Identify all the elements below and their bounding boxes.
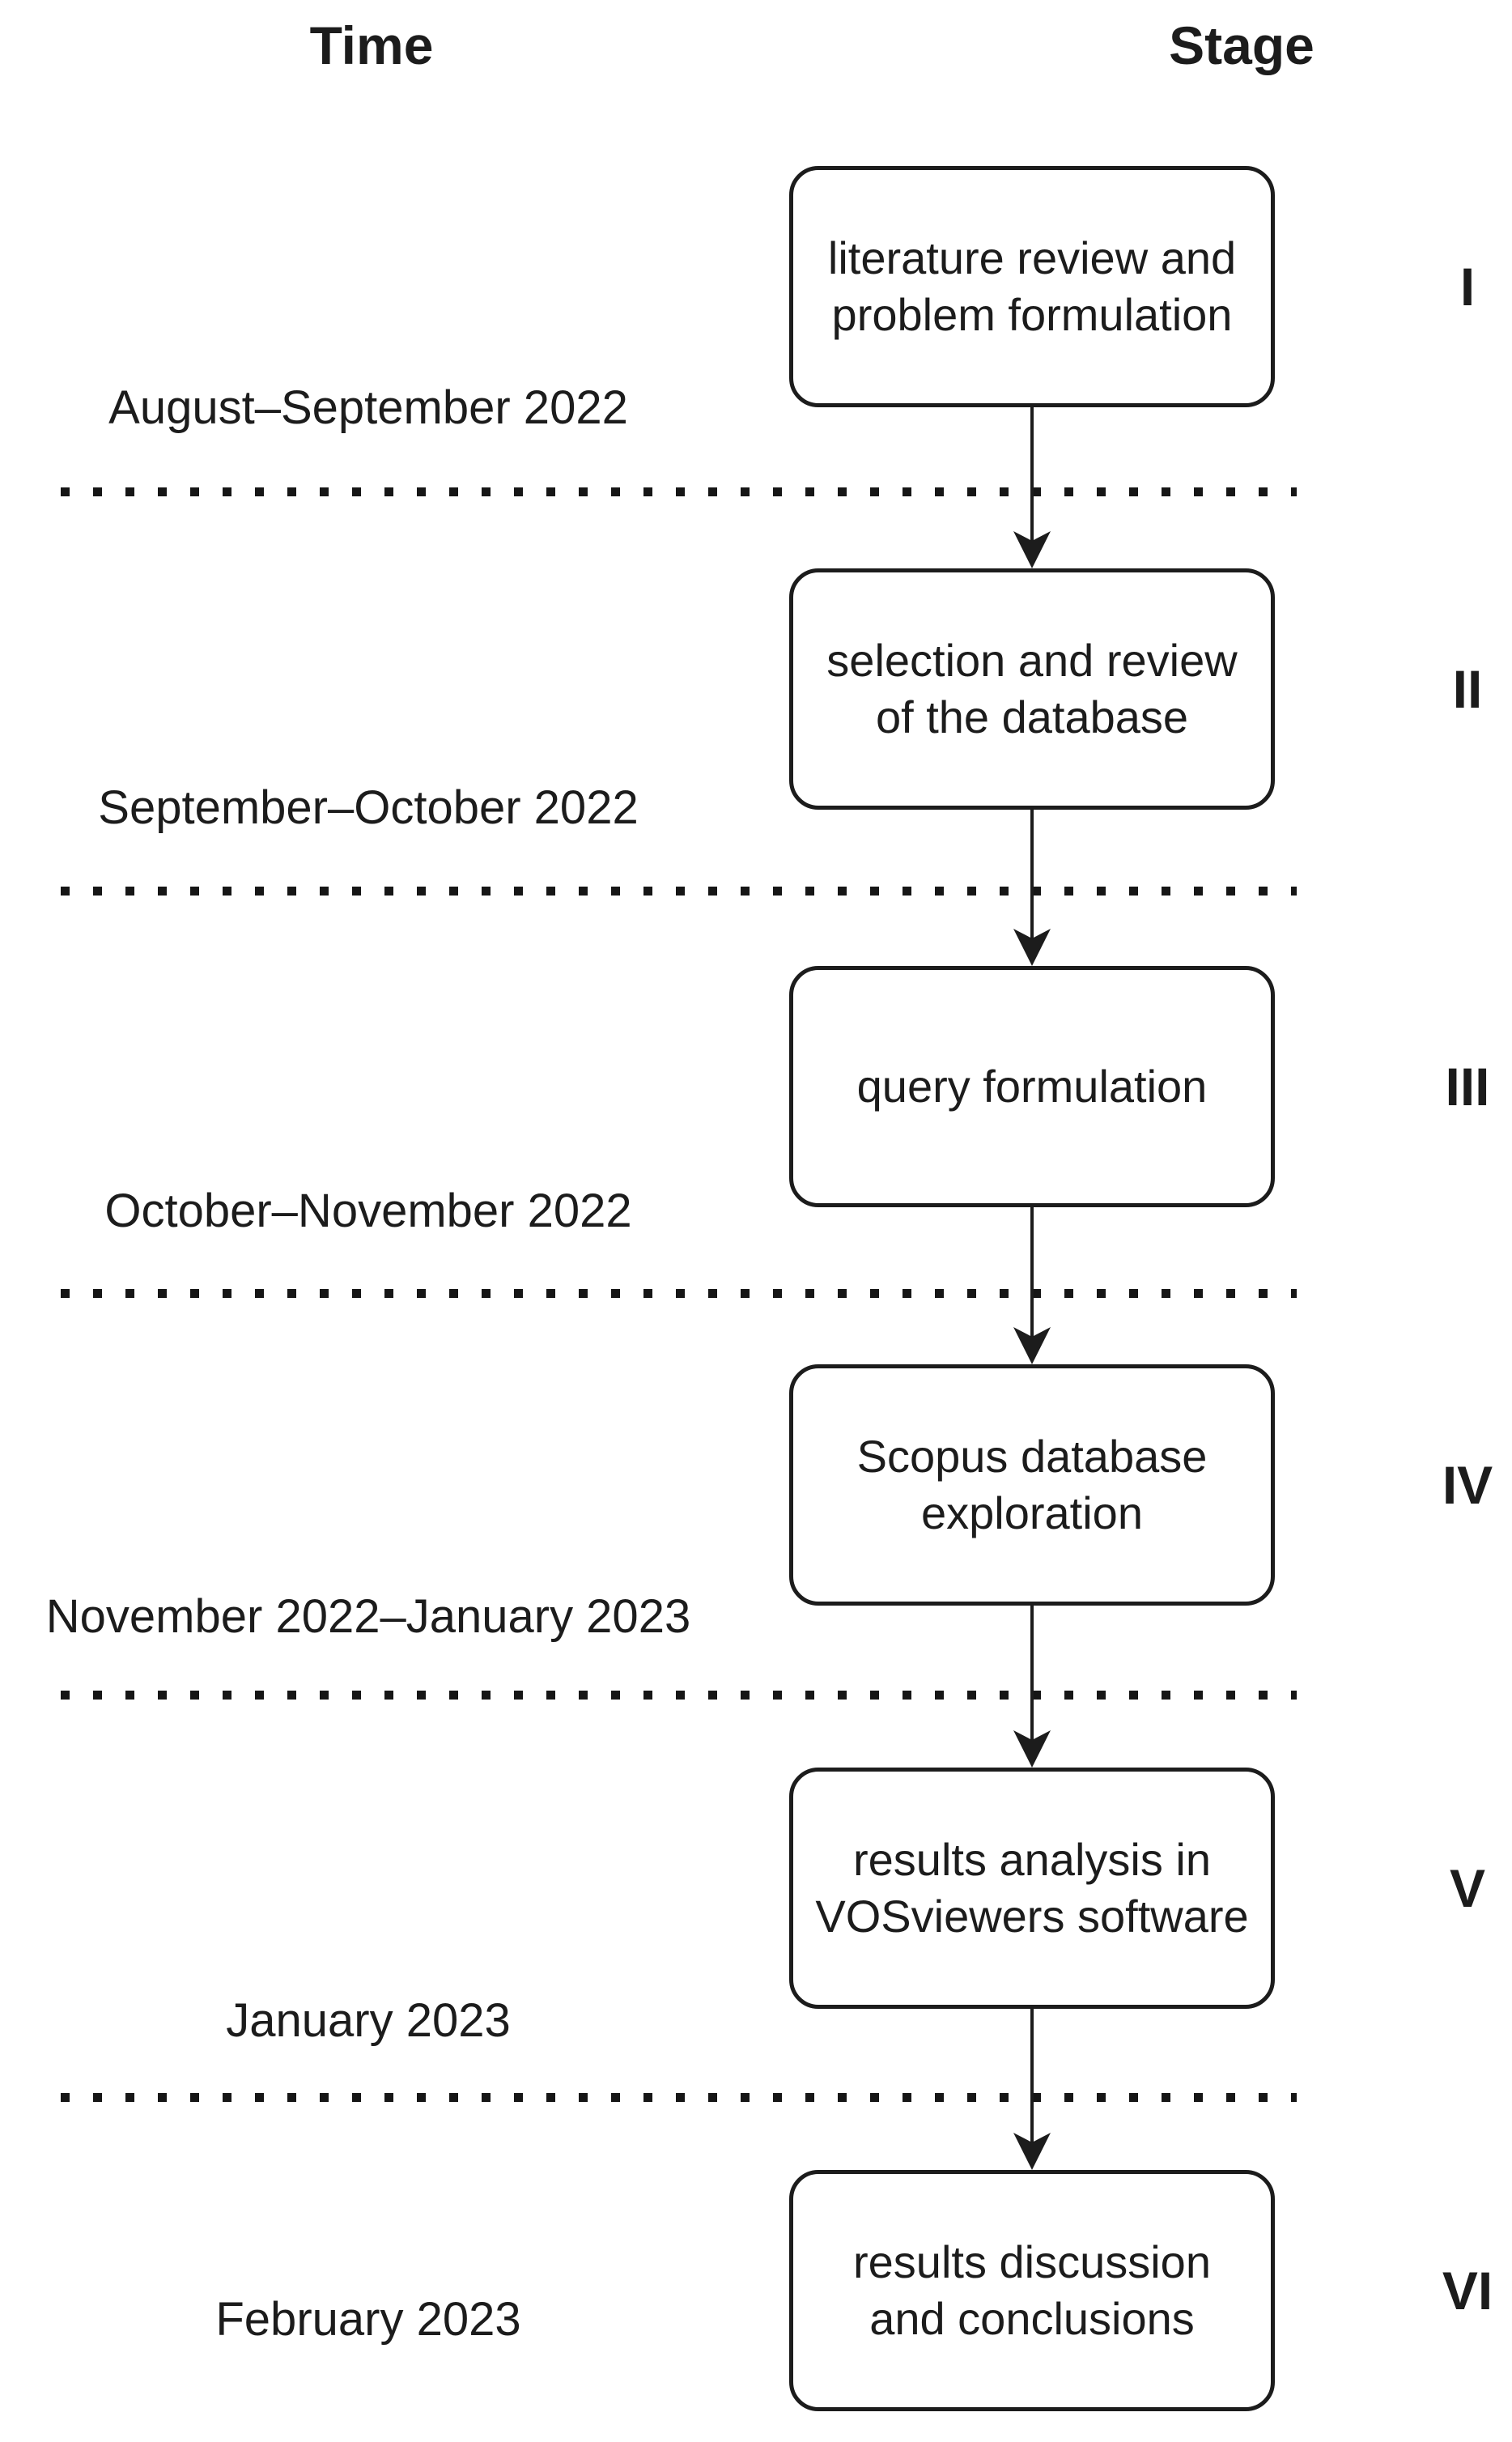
dotted-separator xyxy=(61,1289,1297,1298)
stage-numeral-3: III xyxy=(1445,1057,1490,1117)
time-label-2: September–October 2022 xyxy=(98,781,639,834)
flow-arrow xyxy=(1013,407,1051,568)
time-label-1: August–September 2022 xyxy=(108,381,628,434)
stage-box-6: results discussion and conclusions xyxy=(789,2170,1275,2411)
time-label-3: October–November 2022 xyxy=(104,1185,632,1237)
stage-box-1: literature review and problem formulatio… xyxy=(789,166,1275,407)
time-label-6: February 2023 xyxy=(215,2293,521,2346)
flow-arrow xyxy=(1013,810,1051,966)
stage-box-2: selection and review of the database xyxy=(789,568,1275,810)
stage-column-header: Stage xyxy=(1169,15,1315,75)
stage-numeral-4: IV xyxy=(1442,1455,1493,1515)
stage-numeral-6: VI xyxy=(1442,2261,1493,2321)
time-column-header: Time xyxy=(309,15,434,75)
stage-box-4: Scopus database exploration xyxy=(789,1364,1275,1606)
dotted-separator xyxy=(61,2093,1297,2102)
dotted-separator xyxy=(61,487,1297,496)
time-label-4: November 2022–January 2023 xyxy=(45,1590,691,1643)
stage-box-3: query formulation xyxy=(789,966,1275,1207)
stage-numeral-1: I xyxy=(1459,257,1476,317)
stage-box-5: results analysis in VOSviewers software xyxy=(789,1768,1275,2009)
flow-arrow xyxy=(1013,1207,1051,1364)
dotted-separator xyxy=(61,1691,1297,1700)
stage-numeral-5: V xyxy=(1449,1858,1486,1918)
time-label-5: January 2023 xyxy=(226,1994,511,2047)
flow-arrow xyxy=(1013,1604,1051,1768)
stage-numeral-2: II xyxy=(1452,659,1483,719)
flow-arrow xyxy=(1013,2009,1051,2170)
dotted-separator xyxy=(61,887,1297,896)
